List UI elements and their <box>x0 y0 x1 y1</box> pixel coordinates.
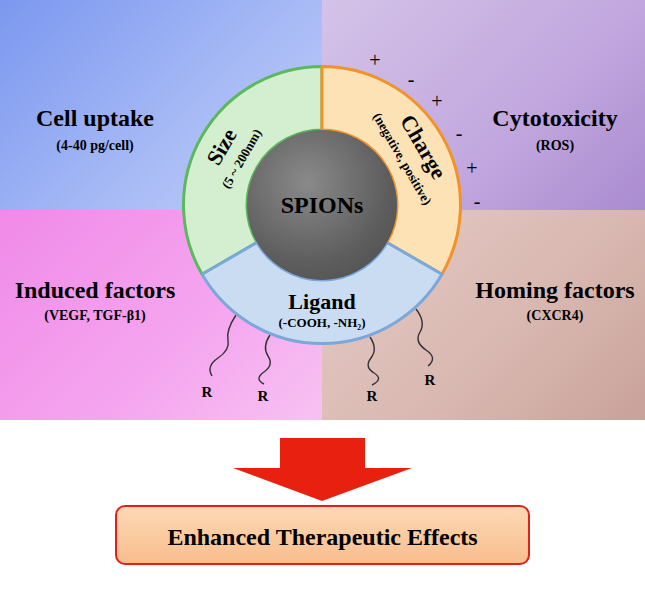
ligand-group: R <box>367 388 378 405</box>
node-subtitle: (4-40 pg/cell) <box>56 138 133 153</box>
charge-sign: - <box>456 122 463 144</box>
ligand-chain <box>416 309 433 366</box>
ligand-chain <box>210 315 236 376</box>
ligand-chain <box>368 337 378 385</box>
charge-sign: + <box>369 49 380 71</box>
block-arrow <box>233 438 412 501</box>
node-title: Induced factors <box>15 277 176 303</box>
ligand-group: R <box>425 372 436 389</box>
ligand-group: R <box>202 384 213 401</box>
charge-sign: + <box>431 90 442 112</box>
node-title: Cytotoxicity <box>492 105 617 131</box>
node-title: Ligand <box>288 290 355 314</box>
charge-sign: - <box>474 190 481 212</box>
node-subtitle: (-COOH, -NH₂) <box>279 316 366 330</box>
charge-sign: - <box>408 68 415 90</box>
node-title: Homing factors <box>475 277 634 303</box>
node-subtitle: (VEGF, TGF-β1) <box>44 308 146 323</box>
node-title: SPIONs <box>281 192 364 218</box>
outcome-box: Enhanced Therapeutic Effects <box>115 505 530 565</box>
nanoparticle-core: SPIONs <box>247 130 397 280</box>
charge-sign: + <box>466 157 477 179</box>
node-subtitle: (ROS) <box>536 138 574 153</box>
node-subtitle: (CXCR4) <box>527 308 584 323</box>
node-title: Cell uptake <box>36 105 154 131</box>
ligand-group: R <box>258 388 269 405</box>
ligand-chain <box>259 335 270 384</box>
node-title: Enhanced Therapeutic Effects <box>167 524 477 550</box>
